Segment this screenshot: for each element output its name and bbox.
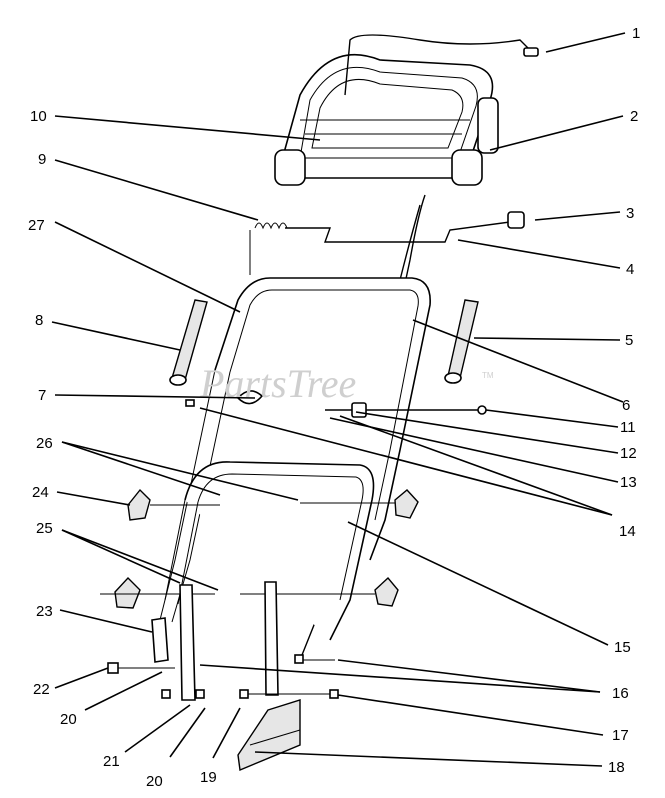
hardware-set [107, 654, 339, 699]
callout-6: 6 [622, 397, 630, 414]
callout-8: 8 [35, 312, 43, 329]
callout-10: 10 [30, 108, 47, 125]
right-handle-grip [444, 299, 479, 384]
callout-17: 17 [612, 727, 629, 744]
callout-27: 27 [28, 217, 45, 234]
cable-tie-end [477, 405, 487, 415]
callout-15: 15 [614, 639, 631, 656]
callout-5: 5 [625, 332, 633, 349]
deck-mount [237, 699, 301, 771]
cable-end-connector [523, 47, 539, 57]
leader-lines [51, 32, 626, 767]
callout-11: 11 [620, 419, 636, 436]
callout-16: 16 [612, 685, 629, 702]
handle-end [151, 617, 169, 663]
callout-26: 26 [36, 435, 53, 452]
lower-handle [164, 461, 375, 641]
callout-20-bottom: 20 [146, 773, 163, 790]
right-bracket [264, 581, 279, 696]
callout-24: 24 [32, 484, 49, 501]
callout-20-left: 20 [60, 711, 77, 728]
callout-14: 14 [619, 523, 636, 540]
callout-7: 7 [38, 387, 46, 404]
right-knob [394, 489, 419, 519]
callout-9: 9 [38, 151, 46, 168]
small-clip [185, 399, 195, 407]
left-bracket [179, 584, 196, 701]
callout-21: 21 [103, 753, 120, 770]
left-knob [127, 488, 151, 521]
callout-4: 4 [626, 261, 634, 278]
left-handle-grip [169, 299, 208, 386]
callout-18: 18 [608, 759, 625, 776]
upper-handle-bail [274, 53, 499, 186]
callout-3: 3 [626, 205, 634, 222]
callout-12: 12 [620, 445, 637, 462]
callout-23: 23 [36, 603, 53, 620]
watermark-tm: TM [482, 371, 494, 380]
spring [249, 222, 288, 275]
callout-13: 13 [620, 474, 637, 491]
lower-left-knob [114, 576, 141, 609]
callout-19: 19 [200, 769, 217, 786]
callout-labels: 1 2 3 4 5 6 7 8 9 10 11 12 13 14 15 16 1… [28, 25, 640, 790]
callout-25: 25 [36, 520, 53, 537]
callout-1: 1 [632, 25, 640, 42]
lower-right-knob [374, 576, 399, 607]
upper-handle [159, 277, 431, 623]
cable-connector [507, 211, 525, 229]
callout-2: 2 [630, 108, 638, 125]
upper-cable [344, 34, 531, 96]
callout-22: 22 [33, 681, 50, 698]
control-bar-cable [285, 221, 511, 243]
watermark-logo: PartsTree [199, 361, 356, 406]
